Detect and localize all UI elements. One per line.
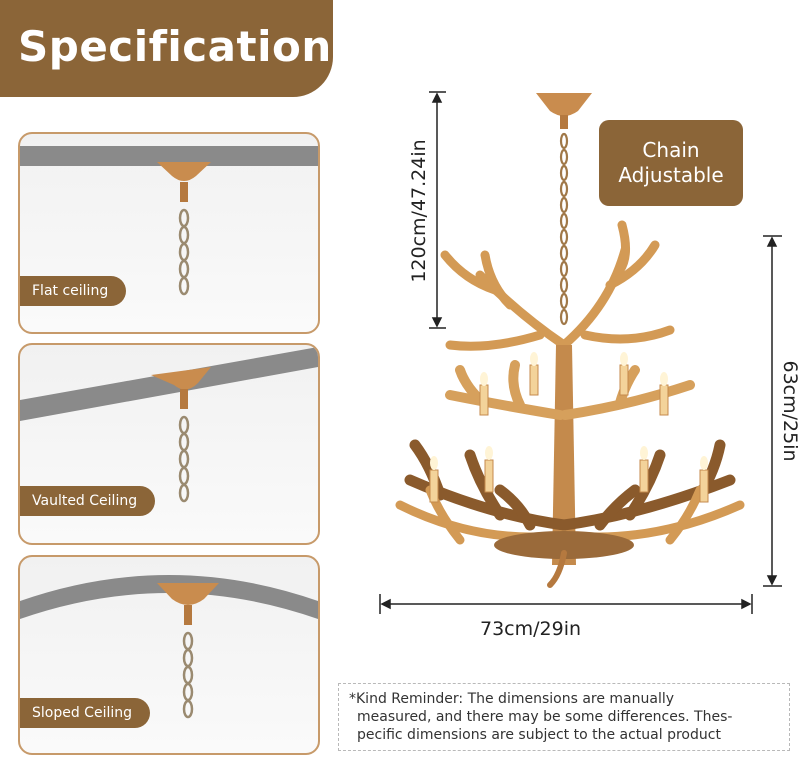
vaulted-ceiling-illustration <box>20 347 318 503</box>
flat-ceiling-label: Flat ceiling <box>20 276 127 306</box>
reminder-line-1: *Kind Reminder: The dimensions are manua… <box>349 691 675 707</box>
sloped-ceiling-card: Sloped Ceiling <box>18 555 320 755</box>
badge-line-2: Adjustable <box>618 163 724 187</box>
sloped-ceiling-illustration <box>20 575 318 719</box>
badge-line-1: Chain <box>642 138 700 162</box>
flat-ceiling-illustration <box>20 146 318 296</box>
height-label: 63cm/25in <box>779 360 800 462</box>
chain-adjustable-badge: Chain Adjustable <box>599 120 743 206</box>
flat-ceiling-card: Flat ceiling <box>18 132 320 334</box>
reminder-line-2: measured, and there may be some differen… <box>357 709 733 725</box>
page-title: Specification <box>18 22 332 71</box>
sloped-ceiling-label: Sloped Ceiling <box>20 698 150 728</box>
chain-length-label: 120cm/47.24in <box>408 139 430 283</box>
vaulted-ceiling-card: Vaulted Ceiling <box>18 343 320 545</box>
width-label: 73cm/29in <box>480 618 582 640</box>
vaulted-ceiling-label: Vaulted Ceiling <box>20 486 156 516</box>
antler-chandelier-image <box>395 93 745 588</box>
reminder-line-3: pecific dimensions are subject to the ac… <box>357 727 721 743</box>
kind-reminder-note: *Kind Reminder: The dimensions are manua… <box>338 683 790 751</box>
header-banner: Specification <box>0 0 333 97</box>
